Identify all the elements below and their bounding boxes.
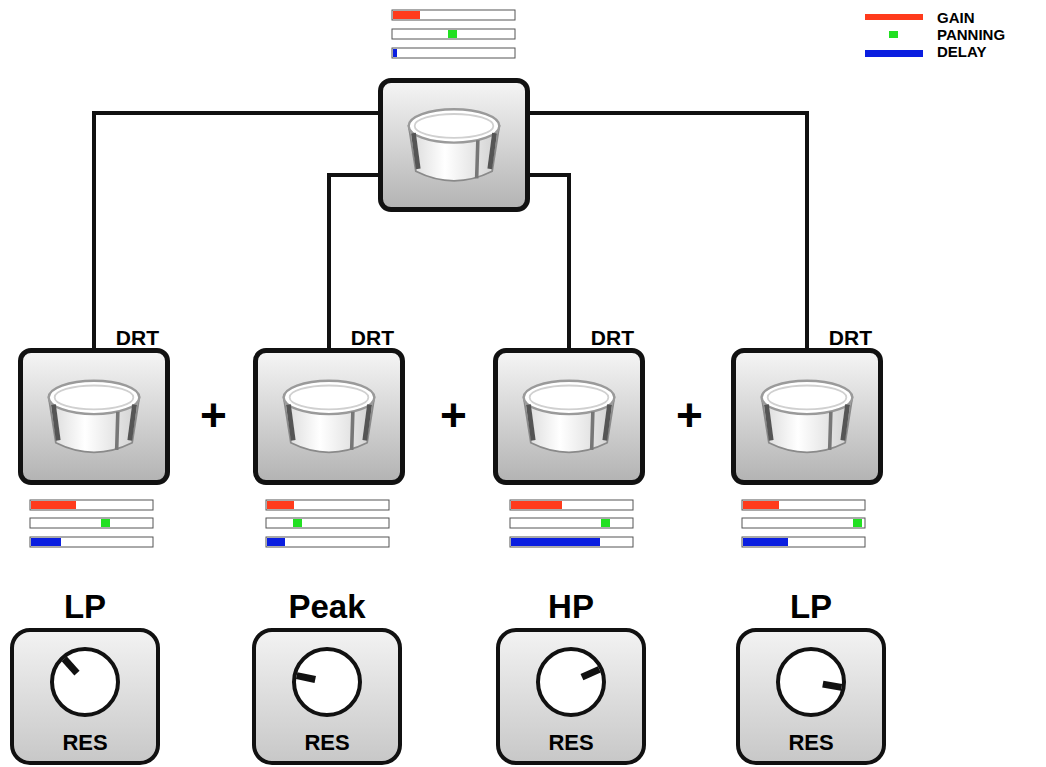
connector-line (329, 175, 378, 348)
dial-pointer (582, 669, 599, 677)
knob-label: RES (500, 730, 642, 756)
drum-label: DRT (351, 326, 394, 350)
legend-text: GAIN (937, 10, 975, 25)
filter-type: LP (720, 588, 902, 626)
drum-graphic (762, 381, 853, 453)
dial-pointer (297, 676, 316, 680)
drum-graphic (409, 109, 500, 181)
plus-sign: + (200, 392, 227, 438)
dial-pointer (64, 659, 77, 673)
filter-knob-box: LPRES (736, 628, 886, 765)
knob-label: RES (740, 730, 882, 756)
drum-label: DRT (591, 326, 634, 350)
connector-line (530, 113, 807, 348)
knob-label: RES (14, 730, 156, 756)
drum-graphic (49, 381, 140, 453)
filter-type: HP (480, 588, 662, 626)
drum-box (378, 78, 530, 212)
dial-circle (538, 649, 604, 715)
dial-circle (294, 649, 360, 715)
drum-icon (498, 353, 640, 480)
dial-pointer (823, 684, 842, 687)
knob-label: RES (256, 730, 398, 756)
drum-graphic (284, 381, 375, 453)
connector-line (530, 175, 569, 348)
filter-knob-box: HPRES (496, 628, 646, 765)
legend-swatch (889, 31, 898, 38)
drum-icon (736, 353, 878, 480)
legend-text: DELAY (937, 44, 986, 59)
drum-box: DRT (731, 348, 883, 485)
drum-icon (23, 353, 165, 480)
legend-swatch (865, 14, 923, 20)
legend-text: PANNING (937, 27, 1005, 42)
dial-circle (778, 649, 844, 715)
drum-graphic (524, 381, 615, 453)
drum-box: DRT (18, 348, 170, 485)
drum-box: DRT (493, 348, 645, 485)
dial-circle (52, 649, 118, 715)
plus-sign: + (676, 392, 703, 438)
drum-icon (383, 83, 525, 207)
drum-box: DRT (253, 348, 405, 485)
connector-line (94, 113, 378, 348)
filter-type: LP (0, 588, 176, 626)
filter-knob-box: PeakRES (252, 628, 402, 765)
legend-swatch (865, 50, 923, 57)
plus-sign: + (440, 392, 467, 438)
drum-icon (258, 353, 400, 480)
filter-knob-box: LPRES (10, 628, 160, 765)
filter-type: Peak (236, 588, 418, 626)
drum-label: DRT (116, 326, 159, 350)
drum-label: DRT (829, 326, 872, 350)
